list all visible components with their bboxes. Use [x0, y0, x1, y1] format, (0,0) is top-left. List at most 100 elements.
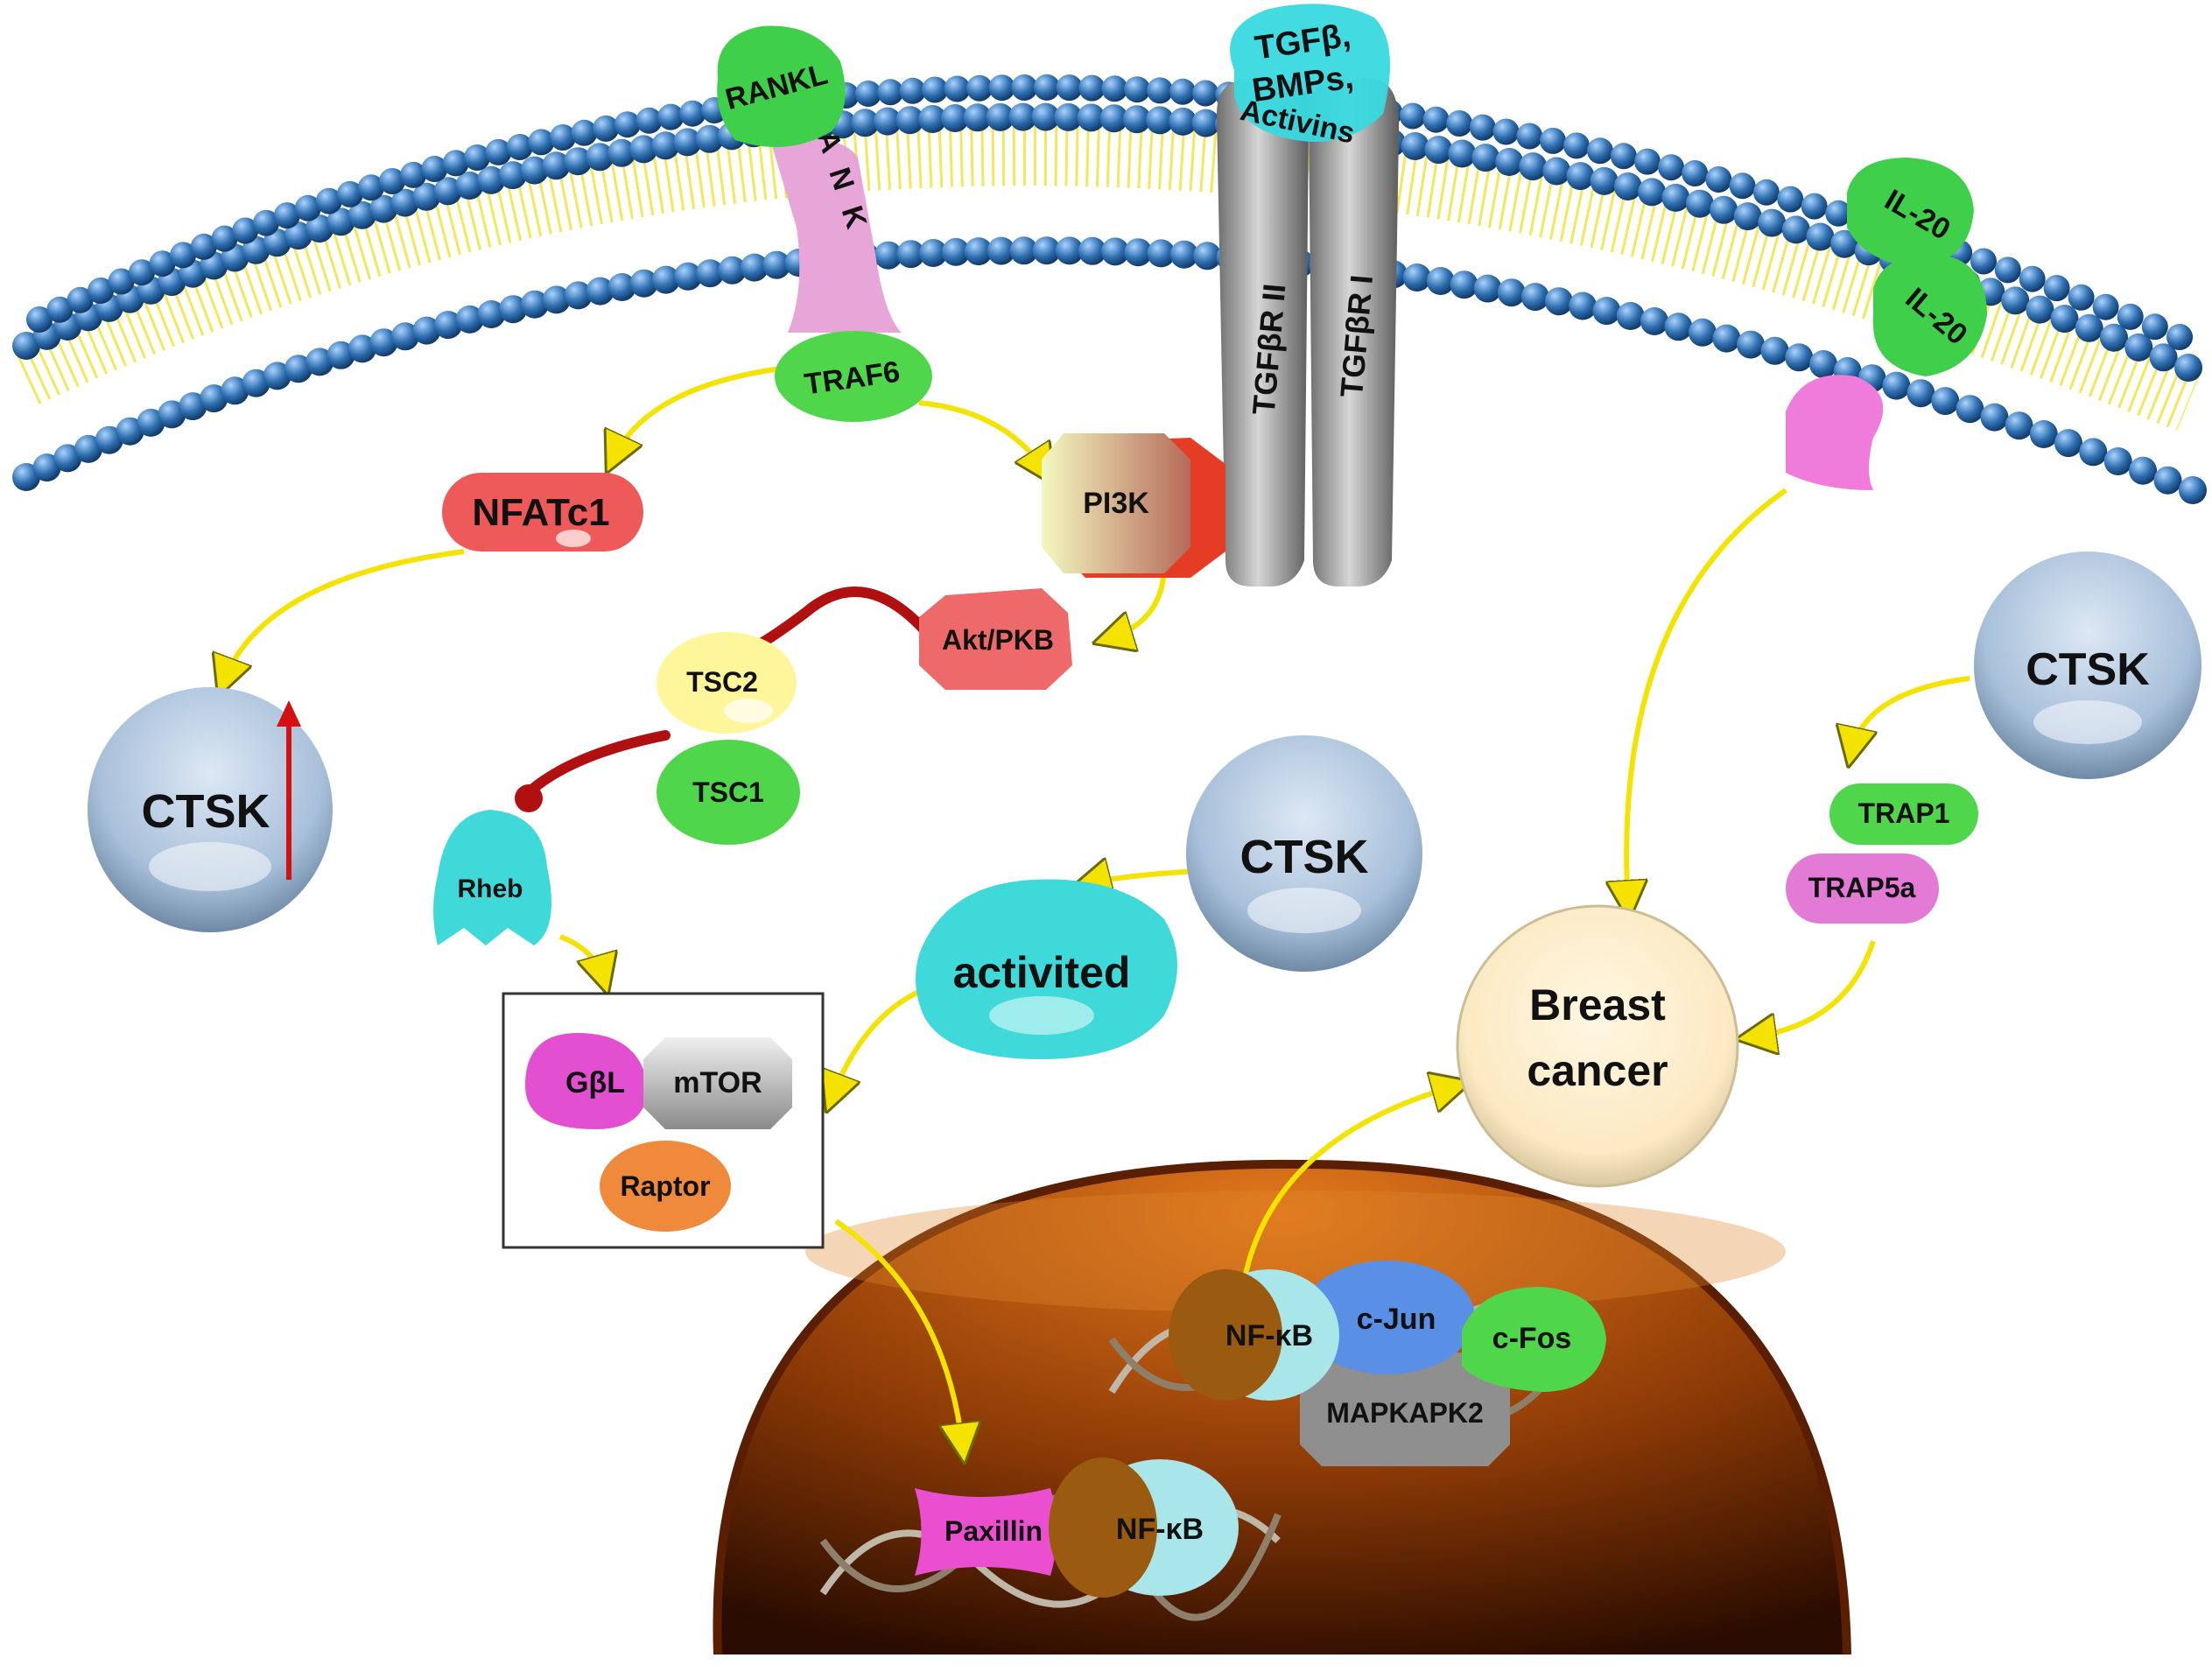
- phospholipid-head: [315, 187, 342, 214]
- phospholipid-head: [1056, 74, 1083, 102]
- nfatc1-label: NFATc1: [472, 491, 609, 534]
- phospholipid-head: [1712, 324, 1741, 353]
- phospholipid-head: [1099, 104, 1128, 133]
- phospholipid-head: [400, 161, 427, 188]
- phospholipid-head: [499, 295, 528, 324]
- phospholipid-head: [607, 273, 636, 301]
- phospholipid-head: [2026, 295, 2054, 324]
- phospholipid-head: [1032, 236, 1061, 265]
- phospholipid-head: [149, 250, 176, 277]
- phospholipid-head: [1009, 236, 1038, 265]
- raptor-node: [600, 1141, 731, 1232]
- phospholipid-head: [369, 194, 398, 223]
- phospholipid-head: [740, 253, 769, 282]
- phospholipid-head: [673, 128, 702, 157]
- gbl-label: GβL: [565, 1066, 625, 1099]
- phospholipid-head: [1124, 238, 1153, 267]
- phospholipid-head: [211, 225, 238, 252]
- ctsk-right-label: CTSK: [2026, 644, 2150, 695]
- phospholipid-head: [1882, 371, 1911, 400]
- ctsk-mid-node: CTSK: [1186, 735, 1422, 972]
- phospholipid-head: [1401, 132, 1429, 160]
- tsc1-label: TSC1: [692, 776, 764, 808]
- nfkb-lower-label: NF-κB: [1116, 1513, 1204, 1546]
- phospholipid-head: [986, 102, 1015, 131]
- breast-cancer-node: Breast cancer: [1456, 904, 1739, 1188]
- mapkapk2-label: MAPKAPK2: [1326, 1397, 1484, 1429]
- phospholipid-head: [1705, 166, 1732, 193]
- phospholipid-head: [1592, 297, 1621, 326]
- arrow-rheb-complex: [558, 934, 604, 980]
- phospholipid-head: [1101, 237, 1129, 266]
- phospholipid-head: [1994, 256, 2021, 284]
- phospholipid-head: [1540, 127, 1567, 154]
- phospholipid-head: [336, 180, 363, 207]
- il20-receptor-pink: [1786, 375, 1884, 490]
- phospholipid-head: [2054, 429, 2082, 458]
- phospholipid-head: [1078, 74, 1106, 102]
- phospholipid-head: [542, 151, 571, 180]
- phospholipid-head: [564, 147, 593, 176]
- phospholipid-head: [2079, 438, 2108, 467]
- rank-receptor: R A N K RANKL TRAF6: [717, 25, 932, 422]
- phospholipid-head: [2179, 476, 2207, 504]
- phospholipid-head: [26, 306, 53, 333]
- phospholipid-head: [369, 328, 398, 357]
- phospholipid-head: [2068, 284, 2095, 311]
- phospholipid-head: [477, 300, 506, 328]
- trap5a-label: TRAP5a: [1808, 872, 1916, 903]
- activited-label: activited: [953, 948, 1131, 997]
- phospholipid-head: [2075, 313, 2103, 342]
- paxillin-label: Paxillin: [944, 1515, 1043, 1547]
- phospholipid-head: [129, 259, 155, 286]
- breast-label: Breast: [1529, 980, 1666, 1029]
- paxillin-node: [915, 1488, 1057, 1576]
- phospholipid-head: [1011, 74, 1038, 101]
- arrow-ctsk-activited: [1085, 871, 1200, 884]
- phospholipid-head: [1638, 178, 1667, 207]
- phospholipid-head: [2001, 286, 2030, 315]
- phospholipid-head: [253, 209, 279, 236]
- phospholipid-head: [1980, 403, 2009, 432]
- arrow-nfatc1-ctsk: [223, 549, 465, 683]
- phospholipid-head: [294, 194, 321, 221]
- phospholipid-head: [607, 138, 636, 167]
- nfkb-upper-label: NF-κB: [1225, 1319, 1313, 1352]
- phospholipid-head: [1426, 267, 1455, 295]
- phospholipid-head: [528, 129, 555, 156]
- phospholipid-head: [988, 74, 1015, 102]
- phospholipid-head: [586, 143, 614, 172]
- phospholipid-head: [629, 269, 658, 298]
- inhibit-akt-tsc2: [748, 587, 937, 653]
- gbl-node: [525, 1033, 648, 1129]
- phospholipid-head: [2019, 265, 2046, 292]
- phospholipid-head: [942, 237, 970, 266]
- phospholipid-head: [1169, 240, 1198, 269]
- phospholipid-head: [2129, 456, 2158, 485]
- phospholipid-head: [284, 221, 312, 250]
- phospholipid-head: [695, 124, 724, 153]
- phospholipid-head: [1688, 318, 1717, 347]
- phospholipid-head: [1785, 343, 1814, 372]
- phospholipid-head: [434, 311, 462, 340]
- phospholipid-head: [987, 236, 1015, 265]
- phospholipid-head: [1777, 186, 1804, 213]
- phospholipid-head: [1101, 75, 1128, 102]
- phospholipid-head: [899, 77, 926, 104]
- phospholipid-head: [1563, 132, 1590, 159]
- mapkapk2-node: [1300, 1352, 1510, 1466]
- phospholipid-head: [1424, 136, 1453, 165]
- phospholipid-head: [1566, 162, 1595, 191]
- cjun-label: c-Jun: [1357, 1303, 1436, 1336]
- phospholipid-head: [1519, 152, 1548, 181]
- phospholipid-head: [2029, 420, 2058, 448]
- phospholipid-head: [390, 322, 419, 351]
- mtor-label: mTOR: [673, 1066, 762, 1099]
- phospholipid-head: [1473, 274, 1502, 303]
- phospholipid-head: [1760, 336, 1789, 365]
- nfkb-upper-brown: [1169, 1269, 1282, 1401]
- phospholipid-head: [67, 286, 94, 313]
- phospholipid-head: [651, 131, 680, 160]
- phospholipid-head: [1569, 292, 1598, 320]
